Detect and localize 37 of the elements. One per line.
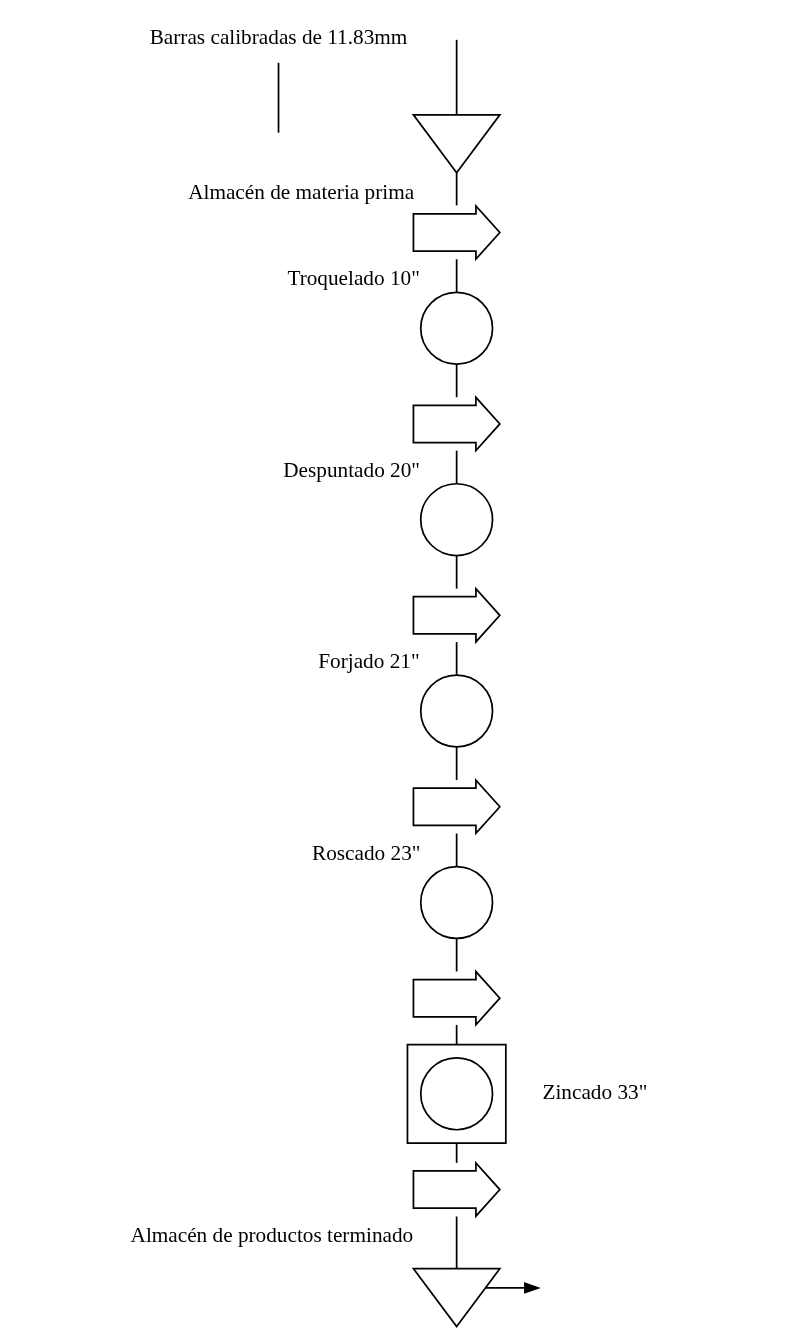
connector: [455, 641, 457, 676]
node-arrow: [412, 203, 501, 262]
node-label: Almacén de materia prima: [187, 180, 414, 205]
connector: [455, 1142, 457, 1164]
connector: [455, 554, 457, 590]
connector: [455, 363, 457, 399]
connector: [455, 258, 457, 293]
node-circle: [419, 865, 493, 940]
connector: [277, 61, 279, 134]
connector: [455, 746, 457, 781]
node-label: Despuntado 20": [282, 457, 420, 482]
node-circle: [419, 291, 493, 365]
node-label: Zincado 33": [541, 1079, 647, 1104]
node-arrow: [412, 777, 501, 836]
node-arrow: [412, 1160, 501, 1219]
node-triangle: [411, 114, 502, 175]
node-label: Troquelado 10": [286, 266, 420, 291]
arrow: [484, 1282, 541, 1294]
node-text: Barras calibradas de 11.83mm: [149, 24, 407, 49]
node-triangle: [411, 1267, 502, 1328]
connector: [455, 1024, 457, 1046]
node-arrow: [412, 969, 501, 1027]
connector: [455, 937, 457, 973]
node-label: Roscado 23": [311, 840, 420, 865]
connector: [455, 1215, 457, 1270]
node-circle: [419, 482, 493, 557]
node-arrow: [412, 586, 501, 645]
connector: [455, 171, 457, 207]
cluster: [406, 1043, 507, 1144]
node-circle: [419, 1057, 493, 1131]
connector: [455, 832, 457, 868]
node-arrow: [412, 395, 501, 453]
connector: [455, 449, 457, 485]
node-circle: [419, 674, 493, 748]
node-label: Almacén de productos terminado: [130, 1223, 413, 1248]
connector: [455, 39, 457, 116]
node-label: Forjado 21": [317, 649, 420, 674]
